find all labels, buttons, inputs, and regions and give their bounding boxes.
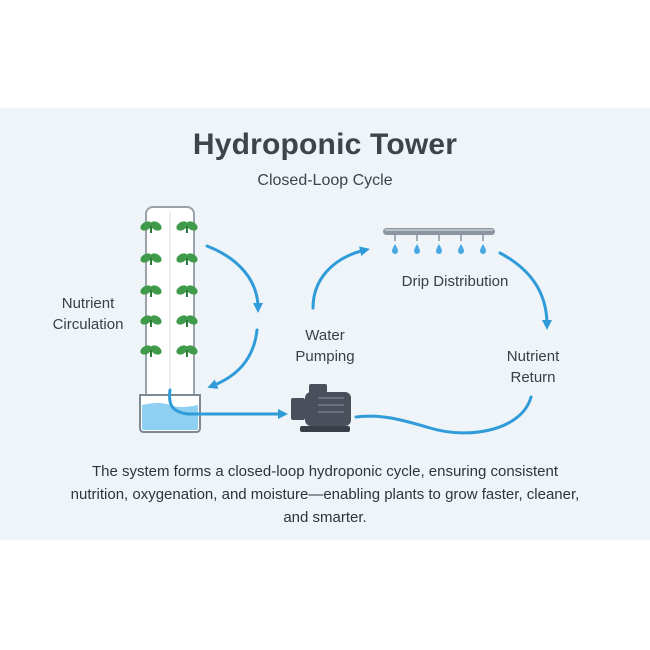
water-drop-icon [392, 244, 486, 254]
pump-icon [291, 384, 351, 432]
label-water-pumping-line2: Pumping [295, 348, 355, 365]
label-nutrient-circulation-line2: Circulation [52, 316, 124, 333]
reservoir-icon [139, 394, 201, 433]
label-nutrient-return-line1: Nutrient [506, 348, 560, 365]
label-nutrient-circulation-line1: Nutrient [61, 295, 115, 312]
diagram-title: Hydroponic Tower [192, 128, 458, 161]
label-drip-distribution: Drip Distribution [401, 273, 509, 290]
plant-leaf-icon [176, 221, 198, 357]
label-nutrient-circulation: Nutrient Circulation [40, 293, 136, 335]
tower-icon [145, 206, 195, 406]
label-water-pumping: Water Pumping [280, 325, 370, 367]
label-water-pumping-line1: Water [305, 327, 345, 344]
drip-bar-icon [383, 228, 495, 241]
diagram-caption: The system forms a closed-loop hydroponi… [70, 463, 580, 526]
flow-arrow-icon [168, 244, 552, 435]
plant-leaf-icon [140, 221, 162, 357]
label-nutrient-return-line2: Return [510, 369, 556, 386]
diagram-subtitle: Closed-Loop Cycle [257, 172, 393, 189]
diagram-panel [0, 108, 650, 540]
label-nutrient-return: Nutrient Return [488, 346, 578, 388]
